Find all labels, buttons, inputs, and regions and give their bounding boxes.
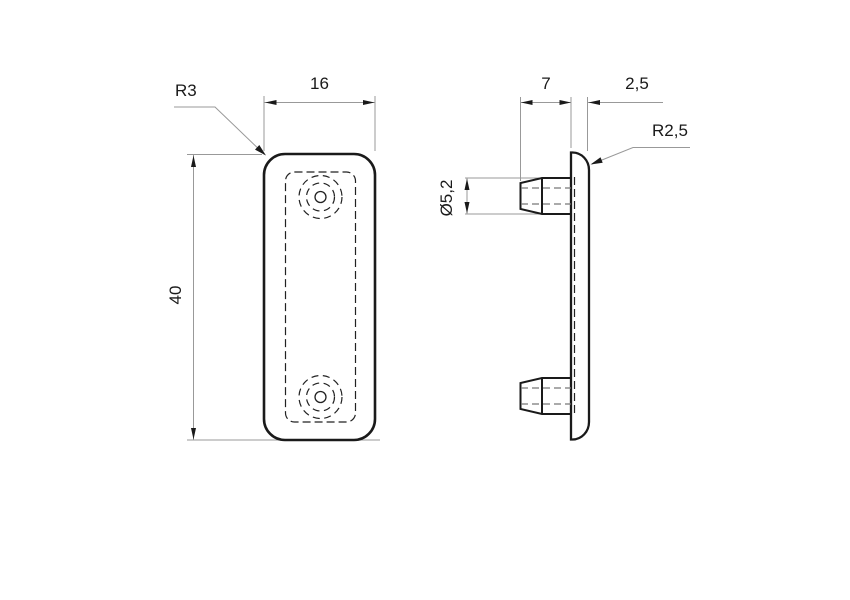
arrow-width-right <box>363 100 375 105</box>
dim-label-pin-length: 7 <box>541 74 550 93</box>
dim-label-width: 16 <box>310 74 329 93</box>
dimension-lines <box>174 96 690 441</box>
leader-line-r3 <box>174 106 265 155</box>
dim-label-height: 40 <box>166 286 185 305</box>
front-bottom-pin-root-circle <box>298 374 343 420</box>
arrow-r2-5-leader <box>590 157 603 165</box>
arrow-height-top <box>191 155 196 167</box>
front-top-pin-root-circle <box>298 174 343 220</box>
side-plate-outline <box>569 151 591 441</box>
dim-label-corner-radius-side: R2,5 <box>652 121 688 140</box>
arrow-pin-dia-top <box>464 178 470 190</box>
arrow-thickness <box>588 100 600 105</box>
arrow-r3-leader <box>255 145 266 156</box>
dim-label-corner-radius-front: R3 <box>175 81 197 100</box>
side-bottom-pin-outline <box>519 377 571 415</box>
arrow-pin-dia-bottom <box>464 202 470 214</box>
side-top-pin-outline <box>519 177 571 215</box>
front-bottom-bore-circle <box>314 390 327 404</box>
front-top-bore-circle <box>314 190 327 204</box>
front-view <box>262 152 377 442</box>
dimension-labels: R3 16 40 7 2,5 R2,5 Ø5,2 <box>166 74 688 304</box>
arrow-pin-length-left <box>521 100 533 105</box>
arrow-pin-length-right <box>559 100 571 105</box>
front-top-pin-tip-circle <box>305 182 336 212</box>
dim-label-thickness: 2,5 <box>625 74 649 93</box>
leader-line-r2-5 <box>591 147 690 165</box>
front-bottom-pin-tip-circle <box>305 382 336 412</box>
front-outline <box>262 152 377 442</box>
arrow-width-left <box>265 100 277 105</box>
arrow-height-bottom <box>191 428 196 440</box>
dim-label-pin-diameter: Ø5,2 <box>437 180 456 217</box>
dimension-arrows <box>191 100 603 440</box>
front-recess-hidden-edge <box>284 171 357 423</box>
side-view <box>519 151 591 441</box>
